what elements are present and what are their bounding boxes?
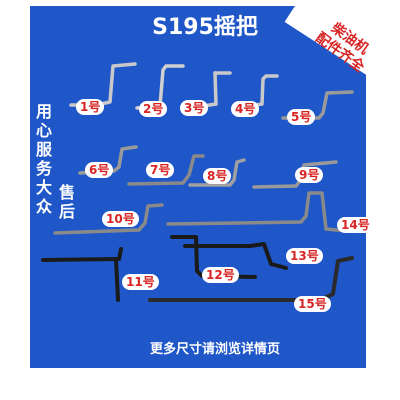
label-6: 6号 [85, 162, 114, 178]
label-15: 15号 [294, 296, 331, 312]
crank-handle-8 [188, 158, 246, 187]
label-4: 4号 [231, 101, 260, 117]
side-slogan-column-2: 售 后 [57, 183, 77, 221]
side-slogan-column-1: 用 心 服 务 大 众 [33, 102, 55, 216]
label-7: 7号 [146, 162, 175, 178]
slogan-char: 务 [35, 159, 52, 178]
crank-handle-11-grip [114, 257, 120, 302]
crank-handle-11 [41, 247, 123, 262]
crank-handle-15 [148, 256, 354, 302]
crank-handle-14 [166, 191, 349, 233]
label-2: 2号 [139, 101, 168, 117]
label-13: 13号 [286, 248, 323, 264]
product-title: S195摇把 [152, 15, 258, 40]
label-5: 5号 [287, 109, 316, 125]
label-11: 11号 [122, 274, 159, 290]
slogan-char: 大 [35, 178, 52, 197]
crank-handle-13 [183, 242, 288, 270]
slogan-char: 售 [58, 183, 75, 202]
label-8: 8号 [203, 168, 232, 184]
slogan-char: 用 [35, 102, 52, 121]
label-10: 10号 [102, 211, 139, 227]
crank-handle-10 [53, 203, 164, 235]
crank-handle-7 [127, 154, 205, 186]
label-14: 14号 [337, 217, 374, 233]
label-3: 3号 [180, 100, 209, 116]
footer-note: 更多尺寸请浏览详情页 [149, 342, 280, 357]
label-12: 12号 [202, 267, 239, 283]
slogan-char: 心 [35, 121, 52, 140]
slogan-char: 后 [58, 202, 75, 221]
slogan-char: 众 [35, 197, 52, 216]
label-1: 1号 [76, 99, 105, 115]
slogan-char: 服 [35, 140, 52, 159]
label-9: 9号 [295, 167, 324, 183]
